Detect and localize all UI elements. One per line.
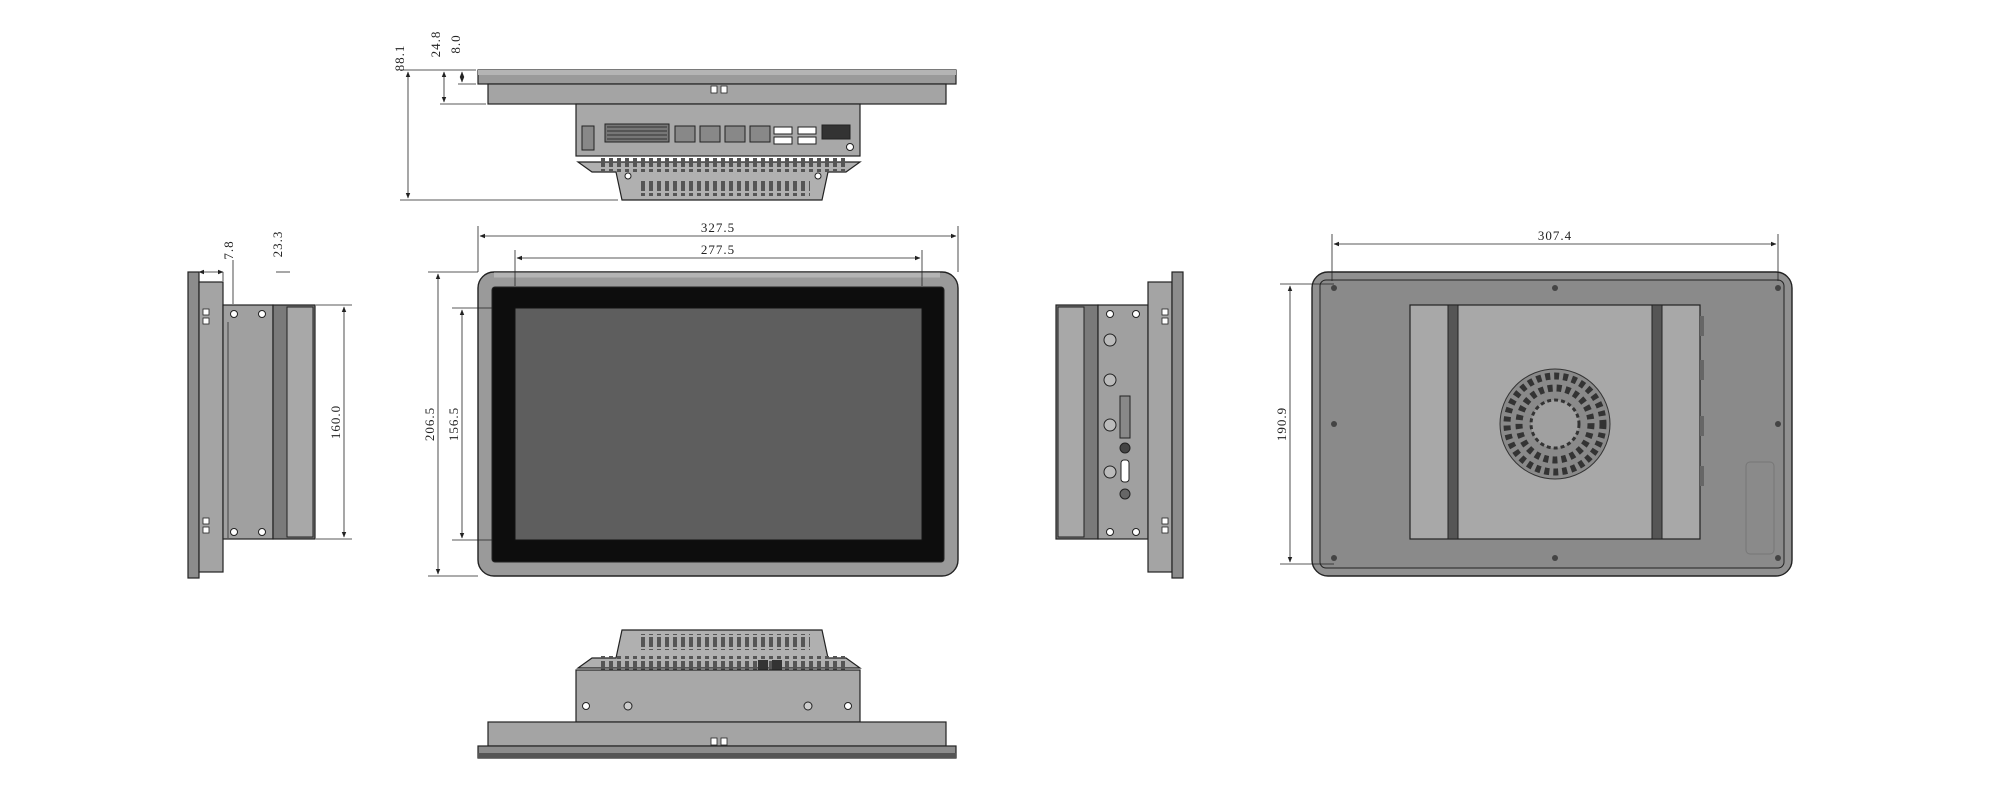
right-side-port — [1119, 395, 1131, 439]
right-side-bezel — [1171, 271, 1184, 579]
front-screen — [514, 307, 923, 541]
left-side-view: 7.8 23.3 160.0 — [187, 231, 352, 579]
dim-front-display-width: 277.5 — [701, 242, 735, 257]
fan-vent — [1499, 368, 1611, 480]
dim-front-height: 206.5 — [422, 407, 437, 441]
dim-top-total-depth: 88.1 — [392, 45, 407, 72]
right-side-view — [1055, 271, 1184, 579]
lan-ports — [674, 125, 771, 143]
left-side-bezel — [187, 271, 200, 579]
dim-front-display-height: 156.5 — [446, 407, 461, 441]
dim-side-mount-depth: 23.3 — [270, 231, 285, 258]
bottom-view-body — [575, 669, 861, 723]
dim-side-bezel-depth: 7.8 — [221, 240, 236, 259]
dim-top-mount-depth: 24.8 — [428, 31, 443, 58]
dim-back-cutout-width: 307.4 — [1538, 228, 1572, 243]
left-side-bracket — [222, 304, 274, 540]
dim-side-body-height: 160.0 — [328, 405, 343, 439]
back-view: 307.4 190.9 — [1274, 228, 1793, 577]
dim-top-bezel-depth: 8.0 — [448, 34, 463, 53]
usb-ports — [773, 126, 817, 145]
front-view: 327.5 277.5 206.5 156.5 — [422, 220, 959, 577]
bottom-view — [477, 629, 957, 759]
com-ports — [604, 123, 670, 143]
top-view: 88.1 24.8 8.0 — [392, 31, 957, 201]
dim-front-width: 327.5 — [701, 220, 735, 235]
dim-back-cutout-height: 190.9 — [1274, 407, 1289, 441]
